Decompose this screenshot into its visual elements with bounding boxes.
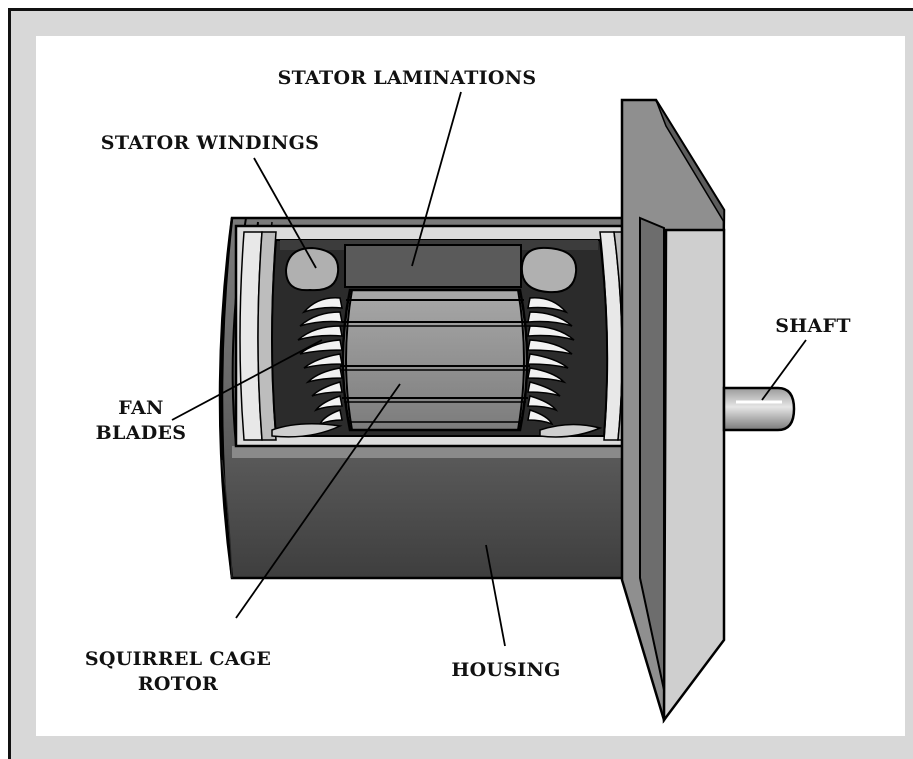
- label-stator-windings: STATOR WINDINGS: [101, 132, 319, 154]
- label-shaft: SHAFT: [775, 315, 851, 337]
- leader-shaft: [761, 339, 807, 401]
- leader-lines: [171, 91, 807, 647]
- label-housing: HOUSING: [451, 659, 560, 681]
- stator-winding-right: [520, 246, 578, 294]
- fan-blades-left: [271, 297, 343, 438]
- leader-rotor: [235, 383, 401, 619]
- leader-fan-blades: [171, 339, 323, 421]
- stator-winding-left: [284, 246, 340, 292]
- label-rotor: ROTOR: [138, 673, 218, 695]
- label-blades: BLADES: [96, 422, 187, 444]
- leader-housing: [485, 544, 506, 647]
- stator-laminations-block: [344, 244, 522, 288]
- label-squirrel-cage: SQUIRREL CAGE: [85, 648, 271, 670]
- label-stator-laminations: STATOR LAMINATIONS: [278, 67, 537, 89]
- label-fan: FAN: [118, 397, 163, 419]
- leader-stator-windings: [253, 157, 317, 269]
- squirrel-cage-rotor: [340, 288, 530, 432]
- fan-blades-right: [527, 297, 603, 438]
- leader-stator-laminations: [411, 91, 462, 267]
- end-plate: [620, 98, 726, 724]
- shaft: [722, 386, 796, 432]
